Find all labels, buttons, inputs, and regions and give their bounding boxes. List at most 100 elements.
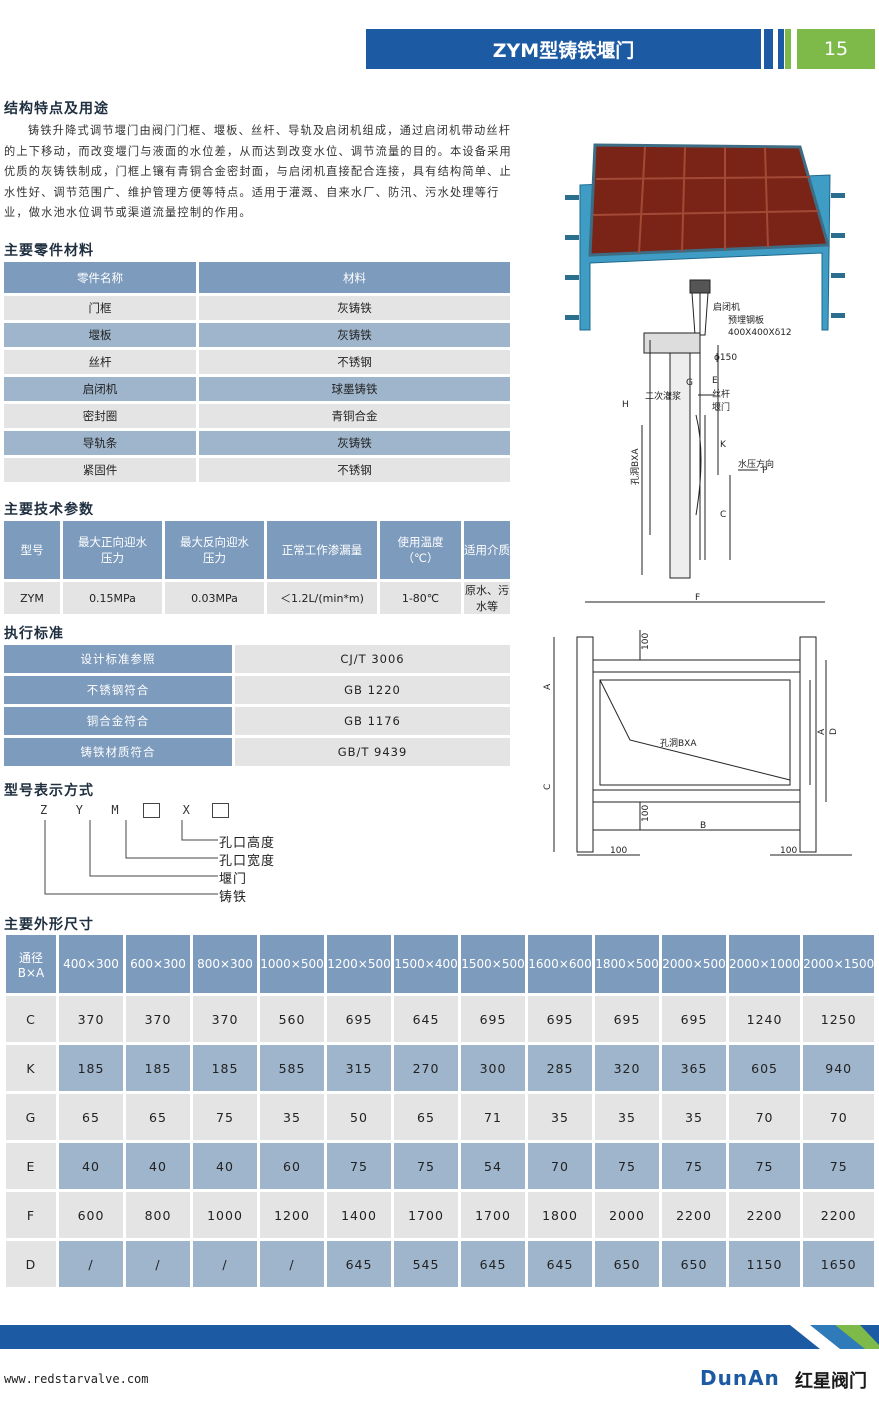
- dims-cell: 940: [803, 1045, 875, 1091]
- side-label: 启闭机: [713, 301, 740, 313]
- dims-cell: 1250: [803, 996, 875, 1042]
- table-cell: GB 1176: [235, 707, 510, 735]
- dims-cell: 585: [260, 1045, 324, 1091]
- dims-header: 1000×500: [260, 935, 324, 993]
- section-title-materials: 主要零件材料: [4, 243, 94, 259]
- dims-cell: 65: [126, 1094, 190, 1140]
- side-label: 丝杆: [712, 388, 730, 400]
- table-cell: 门框: [4, 296, 196, 320]
- section-title-intro: 结构特点及用途: [4, 101, 109, 117]
- dims-cell: 695: [461, 996, 525, 1042]
- dims-cell: 605: [729, 1045, 801, 1091]
- dims-cell: 695: [528, 996, 592, 1042]
- dims-cell: 650: [595, 1241, 659, 1287]
- model-code-x: X: [182, 803, 190, 817]
- model-code-box-height: [212, 803, 230, 818]
- dims-cell: 370: [193, 996, 257, 1042]
- dims-cell: 75: [595, 1143, 659, 1189]
- dims-header: 800×300: [193, 935, 257, 993]
- dimensions-table: 通径B×A 400×300 600×300 800×300 1000×500 1…: [3, 932, 877, 1290]
- dims-cell: 40: [193, 1143, 257, 1189]
- dims-cell: 600: [59, 1192, 123, 1238]
- model-label-gate: 堰门: [219, 872, 248, 887]
- product-photo: [565, 143, 845, 331]
- front-label: C: [543, 784, 553, 790]
- side-section-diagram: 启闭机 预埋钢板 400X400Xδ12 ϕ150 二次灌浆 丝杆 堰门 水压方…: [622, 279, 792, 579]
- tech-cell: ＜1.2L/(min*m): [267, 582, 377, 614]
- front-label: 孔洞BXA: [660, 738, 697, 749]
- tech-cell: 原水、污水等: [464, 582, 510, 614]
- dims-row-label: K: [6, 1045, 56, 1091]
- side-label: 二次灌浆: [645, 390, 681, 402]
- dims-cell: 40: [126, 1143, 190, 1189]
- intro-paragraph: 铸铁升降式调节堰门由阀门门框、堰板、丝杆、导轨及启闭机组成，通过启闭机带动丝杆的…: [4, 124, 512, 220]
- page-title: ZYM型铸铁堰门: [366, 29, 761, 69]
- table-cell: 密封圈: [4, 404, 196, 428]
- dims-cell: /: [193, 1241, 257, 1287]
- dims-cell: 70: [803, 1094, 875, 1140]
- dims-cell: 695: [662, 996, 726, 1042]
- tech-cell: ZYM: [4, 582, 60, 614]
- dims-header: 1500×500: [461, 935, 525, 993]
- tech-header: 使用温度（℃）: [380, 521, 461, 579]
- front-label: A: [543, 683, 553, 690]
- model-code-m: M: [111, 803, 119, 817]
- side-label: 孔洞BXA: [630, 448, 641, 485]
- dims-cell: 1000: [193, 1192, 257, 1238]
- dims-cell: 560: [260, 996, 324, 1042]
- dims-header: 1600×600: [528, 935, 592, 993]
- dims-cell: 365: [662, 1045, 726, 1091]
- table-cell: 不锈钢: [199, 458, 510, 482]
- dims-cell: 1700: [394, 1192, 458, 1238]
- dims-cell: 2000: [595, 1192, 659, 1238]
- tech-header: 正常工作渗漏量: [267, 521, 377, 579]
- dims-cell: 695: [595, 996, 659, 1042]
- tech-header: 型号: [4, 521, 60, 579]
- model-code: Z Y M X: [40, 803, 230, 818]
- dims-cell: 800: [126, 1192, 190, 1238]
- model-label-width: 孔口宽度: [219, 854, 276, 869]
- dims-row-label: E: [6, 1143, 56, 1189]
- page-number: 15: [797, 29, 875, 69]
- dims-cell: 75: [193, 1094, 257, 1140]
- table-cell: 铜合金符合: [4, 707, 232, 735]
- dims-header: 1200×500: [327, 935, 391, 993]
- section-title-dims: 主要外形尺寸: [4, 917, 94, 933]
- section-title-standards: 执行标准: [4, 626, 64, 642]
- side-label: 预埋钢板: [728, 314, 764, 326]
- dims-corner: 通径B×A: [6, 935, 56, 993]
- tech-table: 型号 最大正向迎水压力 最大反向迎水压力 正常工作渗漏量 使用温度（℃） 适用介…: [1, 518, 513, 617]
- website-link[interactable]: www.redstarvalve.com: [4, 1372, 149, 1386]
- tech-cell: 0.03MPa: [165, 582, 264, 614]
- dims-cell: 70: [729, 1094, 801, 1140]
- dims-cell: 185: [126, 1045, 190, 1091]
- dims-cell: 1650: [803, 1241, 875, 1287]
- dims-cell: 695: [327, 996, 391, 1042]
- table-cell: GB 1220: [235, 676, 510, 704]
- header-stripe: [785, 29, 791, 69]
- side-label: K: [720, 440, 727, 450]
- front-label: 100: [780, 846, 797, 856]
- dims-header: 400×300: [59, 935, 123, 993]
- dims-cell: 185: [193, 1045, 257, 1091]
- dims-cell: 1240: [729, 996, 801, 1042]
- model-code-box-width: [143, 803, 161, 818]
- dims-cell: 370: [59, 996, 123, 1042]
- dims-cell: 1400: [327, 1192, 391, 1238]
- table-cell: CJ/T 3006: [235, 645, 510, 673]
- side-label: C: [720, 510, 726, 520]
- table-cell: 灰铸铁: [199, 323, 510, 347]
- side-label: 水压方向: [738, 458, 774, 470]
- table-cell: 设计标准参照: [4, 645, 232, 673]
- dims-cell: 1800: [528, 1192, 592, 1238]
- model-code-leader-lines: [44, 820, 218, 895]
- header-stripe: [778, 29, 784, 69]
- model-code-y: Y: [75, 803, 83, 817]
- front-label: 100: [641, 633, 651, 650]
- dims-header: 1500×400: [394, 935, 458, 993]
